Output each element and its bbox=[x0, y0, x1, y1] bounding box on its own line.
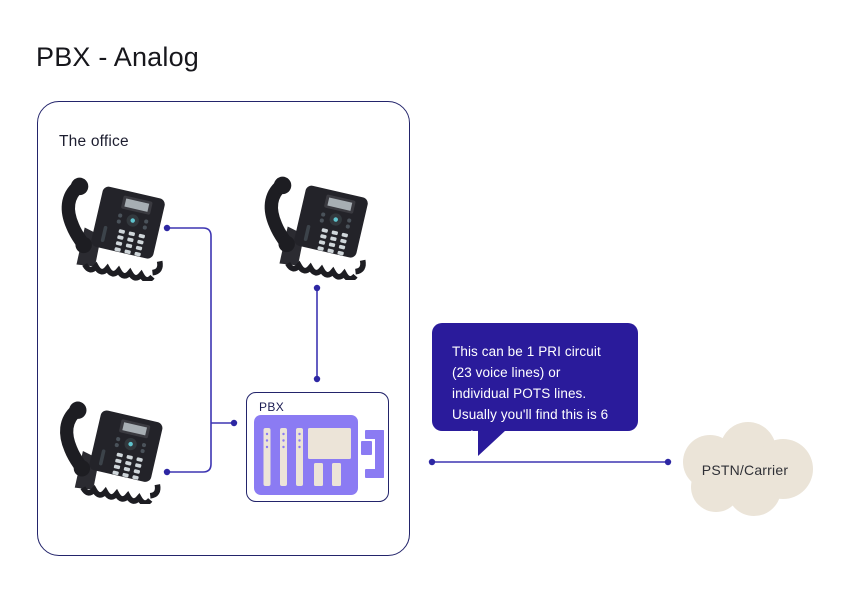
callout-bubble: This can be 1 PRI circuit (23 voice line… bbox=[432, 323, 638, 456]
cloud-icon bbox=[683, 422, 813, 516]
pstn-cloud: PSTN/Carrier bbox=[670, 418, 820, 520]
office-group-box: The office bbox=[37, 101, 410, 556]
page-title: PBX - Analog bbox=[36, 42, 200, 72]
pbx-unit-icon bbox=[254, 415, 384, 495]
desk-phone-icon bbox=[261, 175, 376, 282]
pbx-box: PBX bbox=[246, 392, 389, 502]
pstn-cloud-label: PSTN/Carrier bbox=[701, 462, 789, 478]
callout-text: This can be 1 PRI circuit (23 voice line… bbox=[452, 344, 609, 443]
handset-jack-icon bbox=[361, 430, 384, 478]
connector-dot bbox=[428, 458, 436, 466]
callout-tail bbox=[478, 430, 506, 456]
pbx-label: PBX bbox=[259, 400, 285, 414]
desk-phone-icon bbox=[58, 176, 173, 283]
desk-phone-icon bbox=[56, 400, 171, 506]
office-group-label: The office bbox=[59, 133, 129, 150]
